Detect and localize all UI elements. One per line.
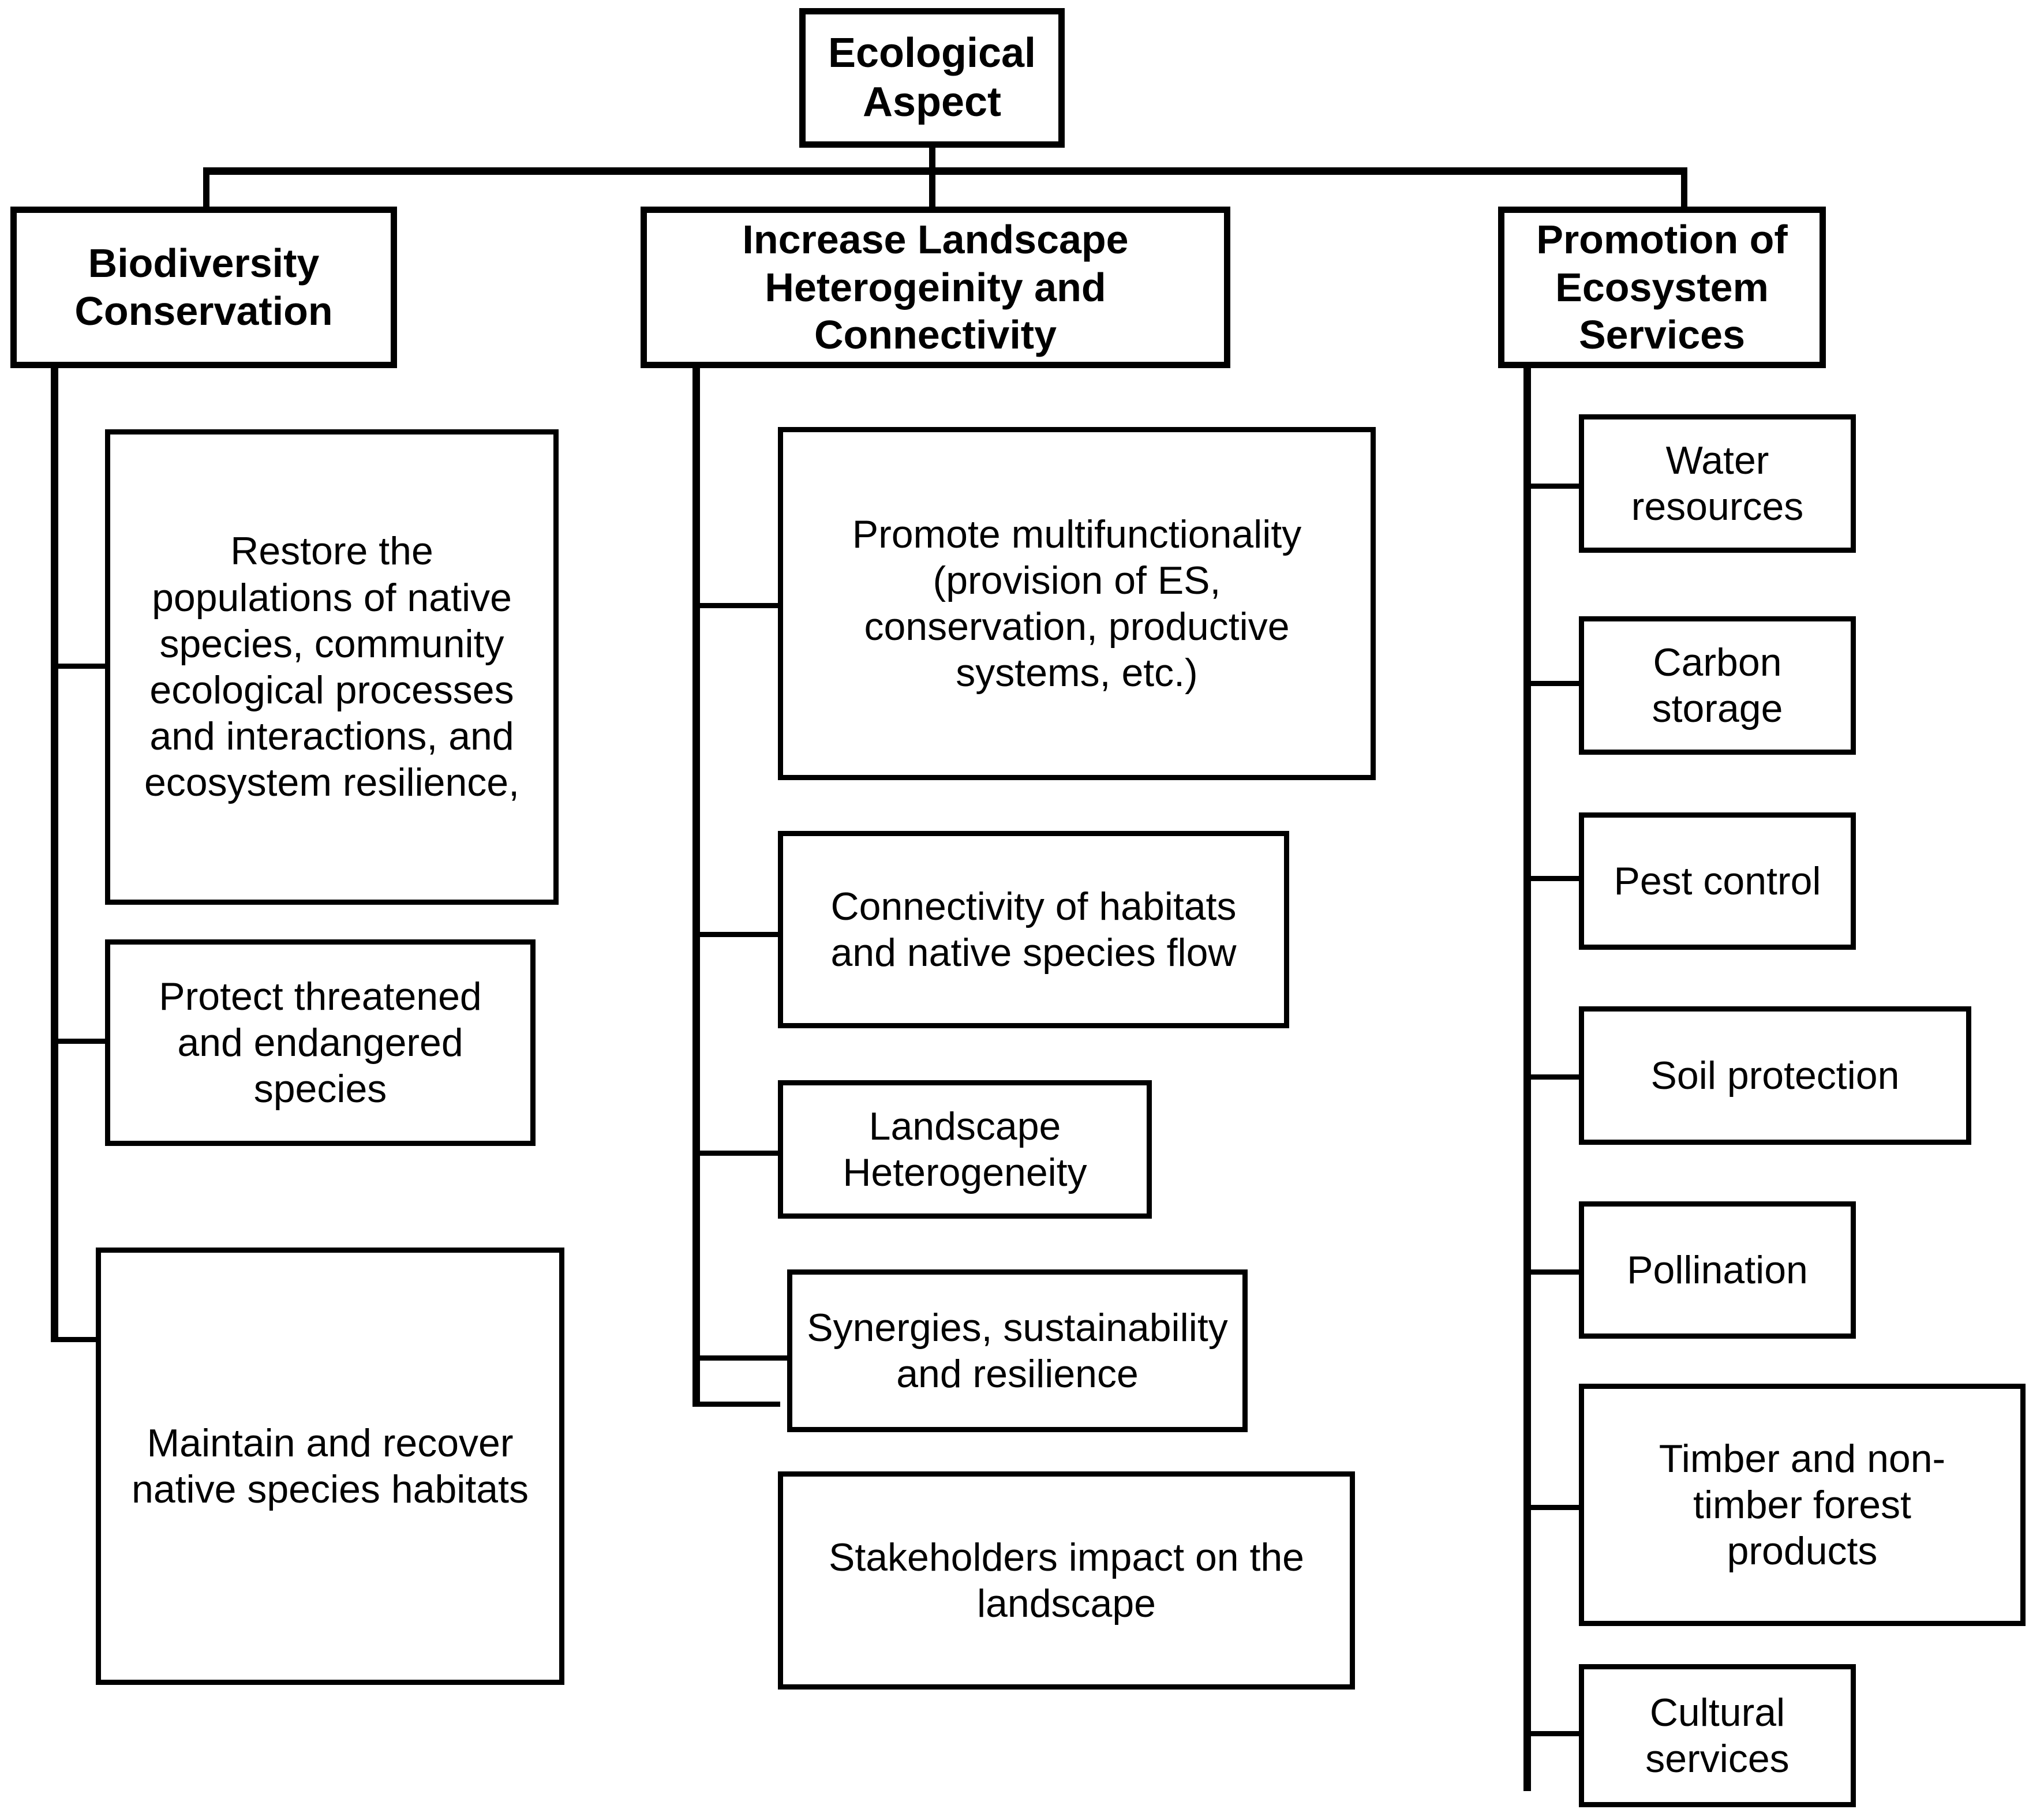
connector-spine-branch-2	[692, 366, 700, 1407]
node-connectivity-of-habitats[interactable]: Connectivity of habitats and native spec…	[778, 831, 1289, 1028]
node-label: Maintain and recover native species habi…	[132, 1421, 529, 1511]
node-water-resources[interactable]: Water resources	[1579, 414, 1856, 553]
connector-stub-b2-c2	[692, 932, 780, 937]
node-pollination[interactable]: Pollination	[1579, 1201, 1856, 1339]
node-soil-protection[interactable]: Soil protection	[1579, 1006, 1971, 1145]
node-label: Timber and non- timber forest products	[1659, 1436, 1946, 1574]
connector-stub-b3-c4	[1523, 1074, 1581, 1080]
connector-drop-branch-3	[1681, 167, 1687, 209]
node-carbon-storage[interactable]: Carbon storage	[1579, 616, 1856, 755]
node-label: Biodiversity Conservation	[74, 241, 333, 334]
connector-stub-b3-c5	[1523, 1269, 1581, 1275]
connector-drop-branch-1	[203, 167, 209, 209]
connector-stub-b1-c3	[51, 1337, 102, 1342]
node-label: Cultural services	[1645, 1690, 1790, 1781]
node-label: Increase Landscape Heterogeinity and Con…	[742, 217, 1129, 358]
node-label: Stakeholders impact on the landscape	[828, 1535, 1305, 1625]
node-promote-multifunctionality[interactable]: Promote multifunctionality (provision of…	[778, 427, 1376, 780]
connector-spine-branch-1	[51, 366, 58, 1342]
node-label: Promotion of Ecosystem Services	[1536, 217, 1788, 358]
connector-stub-b2-c3	[692, 1151, 780, 1156]
node-stakeholders-impact-landscape[interactable]: Stakeholders impact on the landscape	[778, 1471, 1355, 1690]
node-label: Promote multifunctionality (provision of…	[852, 512, 1302, 695]
connector-stub-b1-c1	[51, 664, 110, 669]
node-landscape-heterogeneity[interactable]: Landscape Heterogeneity	[778, 1080, 1152, 1219]
node-label: Pollination	[1627, 1248, 1808, 1292]
connector-root-bus	[203, 167, 1687, 175]
node-increase-landscape-heterogeinity[interactable]: Increase Landscape Heterogeinity and Con…	[641, 207, 1230, 368]
node-label: Protect threatened and endangered specie…	[159, 974, 482, 1111]
node-label: Carbon storage	[1652, 640, 1783, 731]
node-ecological-aspect[interactable]: Ecological Aspect	[799, 8, 1065, 148]
node-label: Pest control	[1614, 859, 1821, 903]
connector-stub-b2-c5	[692, 1402, 780, 1407]
connector-stub-b3-c6	[1523, 1505, 1581, 1510]
node-label: Restore the populations of native specie…	[144, 529, 520, 805]
connector-drop-branch-2	[929, 167, 935, 209]
node-label: Ecological Aspect	[828, 30, 1036, 125]
node-maintain-recover-habitats[interactable]: Maintain and recover native species habi…	[96, 1248, 564, 1685]
node-protect-threatened-species[interactable]: Protect threatened and endangered specie…	[105, 939, 536, 1146]
node-label: Landscape Heterogeneity	[843, 1104, 1087, 1194]
connector-stub-b3-c1	[1523, 484, 1581, 489]
node-label: Synergies, sustainability and resilience	[807, 1305, 1228, 1396]
node-label: Soil protection	[1650, 1053, 1900, 1097]
node-cultural-services[interactable]: Cultural services	[1579, 1664, 1856, 1807]
node-promotion-of-ecosystem-services[interactable]: Promotion of Ecosystem Services	[1498, 207, 1826, 368]
node-biodiversity-conservation[interactable]: Biodiversity Conservation	[10, 207, 397, 368]
node-timber-and-non-timber-forest-products[interactable]: Timber and non- timber forest products	[1579, 1384, 2026, 1626]
connector-stub-b2-c1	[692, 603, 780, 608]
connector-stub-b3-c2	[1523, 681, 1581, 686]
connector-stub-b1-c2	[51, 1039, 110, 1044]
connector-root-trunk	[929, 148, 935, 173]
connector-stub-b3-c7	[1523, 1731, 1581, 1736]
node-synergies-sustainability-resilience[interactable]: Synergies, sustainability and resilience	[787, 1269, 1248, 1432]
node-restore-native-populations[interactable]: Restore the populations of native specie…	[105, 429, 559, 905]
node-label: Water resources	[1631, 438, 1804, 529]
connector-stub-b3-c3	[1523, 876, 1581, 881]
node-label: Connectivity of habitats and native spec…	[830, 884, 1237, 975]
node-pest-control[interactable]: Pest control	[1579, 812, 1856, 950]
connector-stub-b2-c4	[692, 1355, 789, 1361]
